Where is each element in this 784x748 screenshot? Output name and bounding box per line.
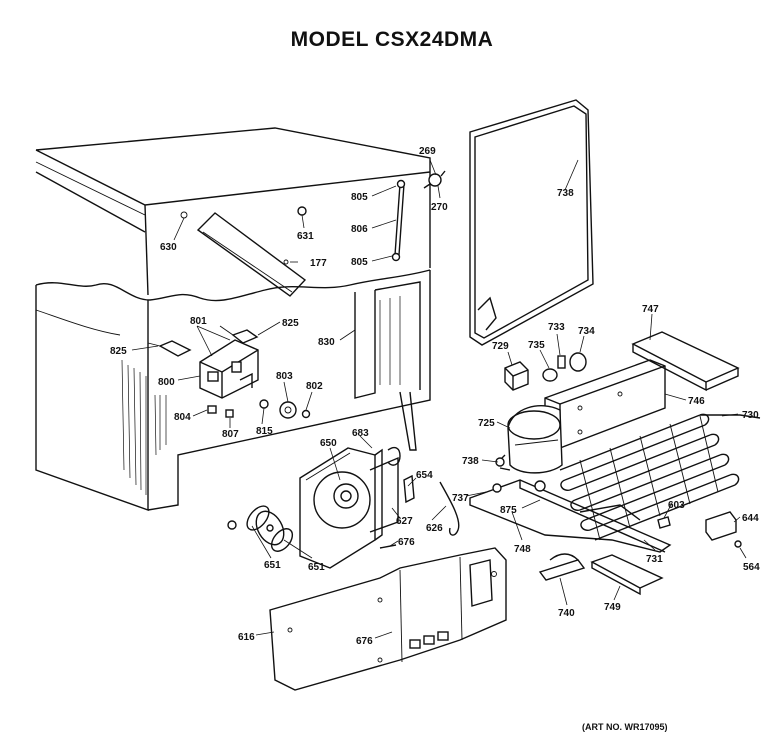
callout-564: 564 [743, 562, 760, 573]
screw-676a [379, 544, 397, 549]
callout-683: 683 [352, 428, 369, 439]
callout-676a: 676 [398, 537, 415, 548]
callout-802: 802 [306, 381, 323, 392]
callout-749: 749 [604, 602, 621, 613]
thermostat-capsule-825a [219, 325, 259, 344]
callout-737: 737 [452, 493, 469, 504]
nut-651 [227, 520, 237, 530]
mounting-bracket-746 [544, 359, 666, 449]
callout-729: 729 [492, 341, 509, 352]
callout-270: 270 [431, 202, 448, 213]
harness-626 [439, 481, 460, 536]
callout-805a: 805 [351, 192, 368, 203]
access-cover-616 [269, 547, 507, 691]
knob-803 [279, 401, 297, 419]
art-number: (ART NO. WR17095) [582, 722, 668, 732]
callout-654: 654 [416, 470, 433, 481]
callout-805b: 805 [351, 257, 368, 268]
callout-644: 644 [742, 513, 759, 524]
callout-740: 740 [558, 608, 575, 619]
relay-729 [504, 361, 529, 391]
cabinet-lower [35, 270, 431, 511]
page-title: MODEL CSX24DMA [290, 28, 494, 51]
screw-177 [283, 259, 289, 265]
callout-730: 730 [742, 410, 759, 421]
overload-735 [542, 368, 558, 382]
cabinet-top [35, 127, 431, 302]
clip-740 [538, 553, 586, 581]
callout-800: 800 [158, 377, 175, 388]
knob-802 [301, 409, 311, 419]
fan-shroud-650 [299, 447, 383, 569]
callout-748: 748 [514, 544, 531, 555]
callout-651a: 651 [264, 560, 281, 571]
callout-825a: 825 [282, 318, 299, 329]
callout-825b: 825 [110, 346, 127, 357]
fan-blade-651 [246, 505, 294, 552]
callout-269: 269 [419, 146, 436, 157]
callout-616: 616 [238, 632, 255, 643]
callout-651b: 651 [308, 562, 325, 573]
hinge-pin-806 [391, 179, 406, 262]
bracket-627 [369, 456, 399, 533]
clip-603 [657, 516, 671, 529]
control-assembly-800 [199, 339, 259, 399]
plug-631 [297, 206, 307, 216]
callout-725: 725 [478, 418, 495, 429]
callout-labels: 269 270 805 806 805 630 631 177 738 801 … [110, 146, 760, 647]
leader-lines [131, 159, 747, 639]
part-804 [207, 405, 217, 414]
part-807 [225, 409, 234, 418]
callout-738: 738 [557, 188, 574, 199]
callout-803: 803 [276, 371, 293, 382]
callout-815: 815 [256, 426, 273, 437]
callout-631: 631 [297, 231, 314, 242]
callout-734: 734 [578, 326, 595, 337]
terminal-654 [403, 474, 415, 504]
callout-747: 747 [642, 304, 659, 315]
pad-749 [590, 554, 664, 596]
drain-pan-747 [631, 331, 740, 392]
bracket-644 [705, 511, 737, 541]
clip-683 [387, 446, 401, 466]
callout-806: 806 [351, 224, 368, 235]
compressor-725 [497, 405, 563, 474]
callout-626: 626 [426, 523, 443, 534]
callout-875: 875 [500, 505, 517, 516]
callout-735: 735 [528, 340, 545, 351]
part-815 [259, 399, 269, 409]
part-733 [557, 355, 566, 369]
callout-738b: 738 [462, 456, 479, 467]
callout-627: 627 [396, 516, 413, 527]
callout-676b: 676 [356, 636, 373, 647]
callout-177: 177 [310, 258, 327, 269]
callout-731: 731 [646, 554, 663, 565]
callout-733: 733 [548, 322, 565, 333]
condenser-coil-730 [559, 413, 761, 541]
callout-630: 630 [160, 242, 177, 253]
screw-564 [734, 540, 742, 548]
callout-801: 801 [190, 316, 207, 327]
callout-830: 830 [318, 337, 335, 348]
door-stop-269 [423, 170, 446, 189]
callout-603: 603 [668, 500, 685, 511]
capacitor-734 [569, 352, 587, 372]
plug-630 [180, 211, 188, 219]
callout-650: 650 [320, 438, 337, 449]
callout-804: 804 [174, 412, 191, 423]
base-pan-748 [469, 479, 672, 553]
callout-807: 807 [222, 429, 239, 440]
callout-746: 746 [688, 396, 705, 407]
thermostat-capsule-825b [147, 340, 192, 357]
back-cover-738 [469, 99, 594, 346]
